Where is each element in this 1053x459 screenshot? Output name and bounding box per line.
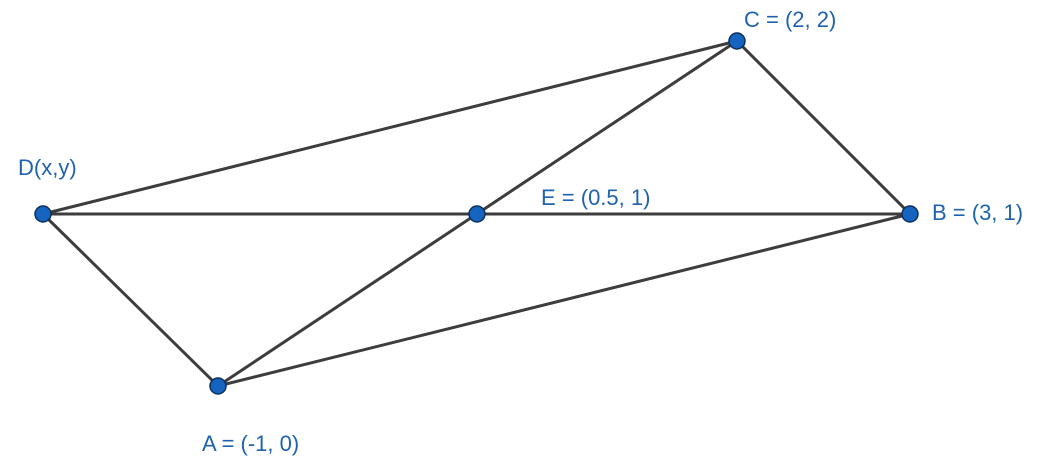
point-b	[901, 205, 919, 223]
points-group	[34, 32, 919, 395]
point-c	[728, 32, 746, 50]
segment-dc	[41, 39, 739, 216]
label-a: A = (-1, 0)	[202, 431, 299, 456]
label-d: D(x,y)	[18, 155, 77, 180]
point-e	[468, 205, 486, 223]
label-c: C = (2, 2)	[744, 7, 836, 32]
segment-cb	[735, 39, 912, 216]
label-e: E = (0.5, 1)	[541, 185, 650, 210]
segment-ad	[41, 212, 220, 388]
point-d	[34, 205, 52, 223]
segment-ba	[216, 212, 912, 388]
point-a	[209, 377, 227, 395]
label-b: B = (3, 1)	[932, 200, 1023, 225]
